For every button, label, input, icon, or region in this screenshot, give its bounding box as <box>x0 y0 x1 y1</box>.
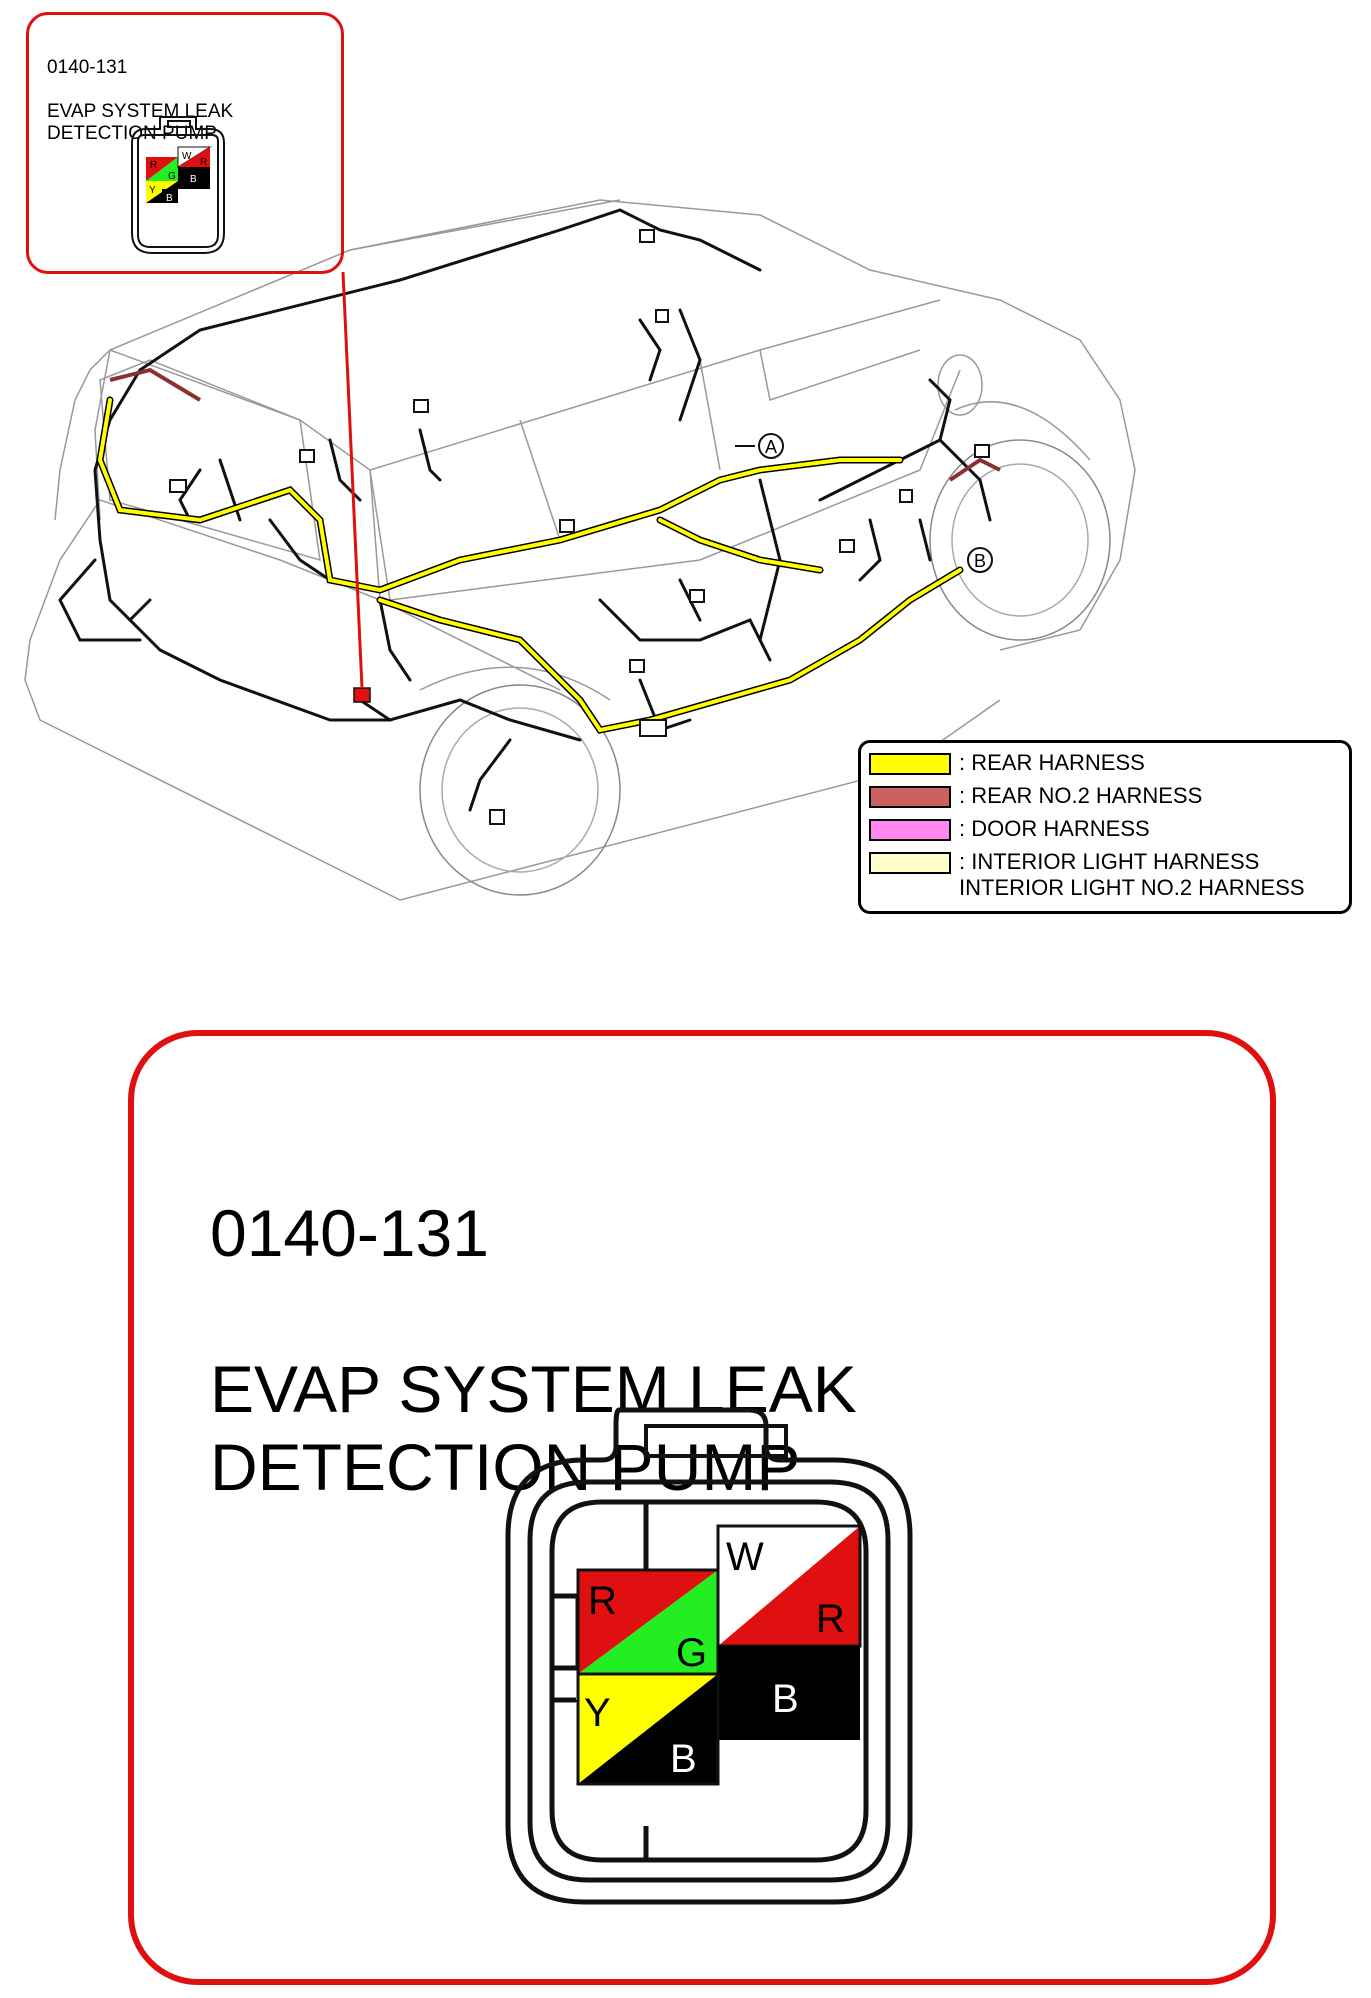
pin-label-b2: B <box>670 1737 697 1781</box>
marker-a-label: A <box>765 437 777 457</box>
connector-face-large: R G W R B Y B <box>505 1407 913 1905</box>
connector-name-small: EVAP SYSTEM LEAK DETECTION PUMP <box>47 101 234 144</box>
connector-name-large: EVAP SYSTEM LEAK DETECTION PUMP <box>210 1352 857 1504</box>
legend-label-rear-no2: : REAR NO.2 HARNESS <box>959 783 1203 808</box>
pin-label-y-small: Y <box>149 185 156 196</box>
vehicle-harness-drawing: A B <box>24 199 1136 901</box>
marker-b: B <box>967 547 993 573</box>
connector-face-small: R G W R B Y B <box>131 116 225 254</box>
marker-b-label: B <box>974 551 986 571</box>
legend-label-rear: : REAR HARNESS <box>959 750 1145 775</box>
connector-title-large: 0140-131 EVAP SYSTEM LEAK DETECTION PUMP <box>210 1116 857 1506</box>
pin-label-g: G <box>676 1631 707 1675</box>
harness-legend: : REAR HARNESS : REAR NO.2 HARNESS : DOO… <box>858 740 1352 914</box>
legend-swatch-door <box>869 819 951 841</box>
pin-label-b: B <box>772 1677 799 1721</box>
pin-label-r: R <box>588 1579 617 1623</box>
pin-label-g-small: G <box>168 171 176 182</box>
pin-b-small: B <box>178 167 210 189</box>
pin-r-g-small: R G <box>146 157 178 182</box>
connector-code-small: 0140-131 <box>47 57 128 78</box>
pin-y-b-small: Y B <box>146 181 178 204</box>
legend-item-door-harness: : DOOR HARNESS <box>869 816 1150 842</box>
legend-item-interior-light-harness: : INTERIOR LIGHT HARNESS INTERIOR LIGHT … <box>869 849 1305 901</box>
pin-label-r-small: R <box>150 160 157 171</box>
pin-label-r2-small: R <box>200 157 207 168</box>
pin-label-y: Y <box>584 1691 611 1735</box>
pin-w-r-small: W R <box>177 146 212 168</box>
legend-label-door: : DOOR HARNESS <box>959 816 1150 841</box>
marker-a: A <box>735 433 784 459</box>
pin-b: B <box>718 1646 860 1740</box>
connector-callout-small: 0140-131 EVAP SYSTEM LEAK DETECTION PUMP… <box>26 12 344 274</box>
pin-label-w-small: W <box>182 151 192 162</box>
pin-label-w: W <box>726 1535 764 1579</box>
pin-w-r: W R <box>716 1524 862 1648</box>
legend-item-rear-no2-harness: : REAR NO.2 HARNESS <box>869 783 1203 809</box>
pin-label-r2: R <box>816 1597 845 1641</box>
pin-y-b: Y B <box>576 1672 720 1786</box>
connector-callout-large: 0140-131 EVAP SYSTEM LEAK DETECTION PUMP… <box>128 1030 1276 1985</box>
connector-title-small: 0140-131 EVAP SYSTEM LEAK DETECTION PUMP <box>47 35 233 145</box>
legend-swatch-interior-light <box>869 852 951 874</box>
pump-connector-location <box>353 687 371 703</box>
legend-label-interior-light: : INTERIOR LIGHT HARNESS INTERIOR LIGHT … <box>959 849 1305 900</box>
pin-label-b-small: B <box>190 174 197 185</box>
connector-code-large: 0140-131 <box>210 1196 489 1270</box>
pin-label-b2-small: B <box>166 193 173 204</box>
pin-r-g: R G <box>576 1568 720 1676</box>
legend-swatch-rear-no2 <box>869 786 951 808</box>
legend-item-rear-harness: : REAR HARNESS <box>869 750 1145 776</box>
legend-swatch-rear <box>869 753 951 775</box>
